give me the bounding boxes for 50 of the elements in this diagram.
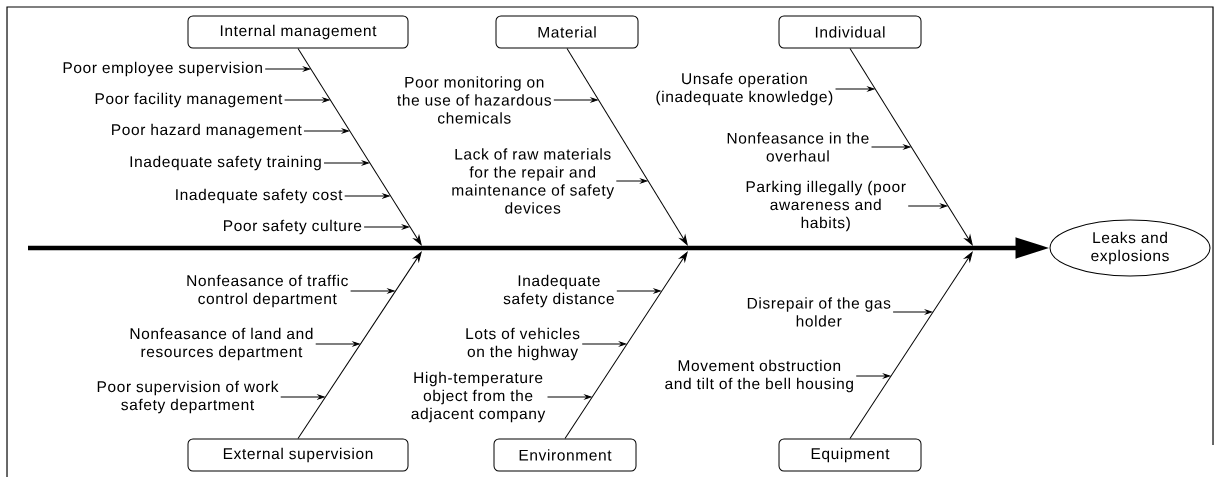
arrow xyxy=(616,288,661,294)
cause-text: Parking illegally (poor awareness and habits) xyxy=(746,180,906,232)
arrow xyxy=(581,341,627,347)
cause-text: Inadequate safety distance xyxy=(503,274,614,308)
bone-arrow xyxy=(564,251,688,439)
cause-text: Nonfeasance of land and resources department xyxy=(130,327,313,361)
bone-arrow xyxy=(297,251,422,439)
arrow xyxy=(363,224,409,230)
cause-text: Nonfeasance in the overhaul xyxy=(727,132,869,162)
category-box: Material xyxy=(495,15,639,49)
arrow xyxy=(871,144,911,150)
arrow xyxy=(835,86,875,92)
arrow xyxy=(303,128,349,134)
bone-arrow xyxy=(849,251,973,439)
arrow xyxy=(907,203,948,209)
cause-text: Inadequate safety cost xyxy=(176,188,343,204)
bone-arrow xyxy=(566,48,688,246)
cause-text: Nonfeasance of traffic control department xyxy=(187,274,348,308)
cause-text: Poor supervision of work safety department xyxy=(97,380,279,414)
category-box: Individual xyxy=(778,15,922,49)
cause-text: Poor hazard management xyxy=(112,123,302,139)
cause-text: Unsafe operation (inadequate knowledge) xyxy=(656,72,833,106)
bone-arrow xyxy=(849,48,973,246)
arrow xyxy=(315,341,360,347)
arrow xyxy=(323,160,369,166)
arrow xyxy=(350,288,395,294)
cause-text: Movement obstruction and tilt of the bell housing xyxy=(665,359,853,393)
category-box: Internal management xyxy=(187,15,409,49)
arrow xyxy=(615,178,648,184)
arrow xyxy=(344,193,390,199)
cause-text: High-temperature object from the adjacent company xyxy=(411,371,546,423)
arrow xyxy=(264,66,311,72)
arrow xyxy=(892,309,933,315)
arrow xyxy=(280,394,325,400)
arrow xyxy=(284,97,330,103)
cause-text: Disrepair of the gas holder xyxy=(747,297,891,327)
cause-text: Poor monitoring on the use of hazardous chemicals xyxy=(397,76,551,124)
category-box: Equipment xyxy=(778,438,922,472)
arrow xyxy=(855,373,891,379)
cause-text: Poor safety culture xyxy=(224,219,362,235)
arrow xyxy=(547,394,592,400)
cause-text: Poor employee supervision xyxy=(63,61,262,77)
cause-text: Inadequate safety training xyxy=(130,155,321,171)
category-box: External supervision xyxy=(187,438,409,472)
bone-arrow xyxy=(297,48,422,246)
cause-text: Lots of vehicles on the highway xyxy=(466,327,580,361)
cause-text: Poor facility management xyxy=(95,92,283,108)
category-box: Environment xyxy=(493,438,637,472)
cause-text: Lack of raw materials for the repair and maintenance of safety devices xyxy=(452,148,615,214)
arrow xyxy=(553,97,598,103)
